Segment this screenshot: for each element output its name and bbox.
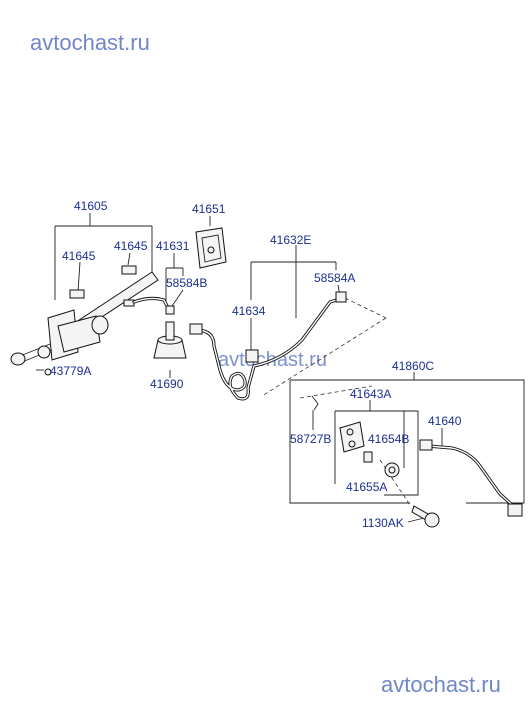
label-41605: 41605 [74,199,108,213]
label-41643a: 41643A [350,387,391,401]
label-41654b: 41654B [368,432,409,446]
master-cylinder [10,265,159,376]
pipe-41631 [132,296,175,315]
label-41645-a: 41645 [62,249,96,263]
label-41690: 41690 [150,377,184,391]
part-labels: 41605 41645 41645 43779A 41651 41631 585… [50,199,462,530]
label-43779a: 43779A [50,364,91,378]
label-41651: 41651 [192,202,226,216]
pipe-41632e [189,291,347,401]
label-41640: 41640 [428,414,462,428]
label-41631: 41631 [156,239,190,253]
bolt-1130ak [411,505,440,528]
hose-41640 [419,439,523,517]
leader-lines [36,213,525,523]
label-58584a: 58584A [314,271,355,285]
gasket-41651 [195,227,227,269]
label-1130ak: 1130AK [362,516,404,530]
reservoir-41690 [153,321,187,359]
label-58727b: 58727B [290,432,331,446]
label-41655a: 41655A [346,480,387,494]
label-58584b: 58584B [166,276,207,290]
bracket-41643a [311,395,400,478]
label-41860c: 41860C [392,359,434,373]
watermark-bottom: avtochast.ru [381,672,501,697]
label-41632e: 41632E [270,233,311,247]
label-41634: 41634 [232,304,266,318]
watermark-top: avtochast.ru [30,30,150,55]
label-41645-b: 41645 [114,239,148,253]
